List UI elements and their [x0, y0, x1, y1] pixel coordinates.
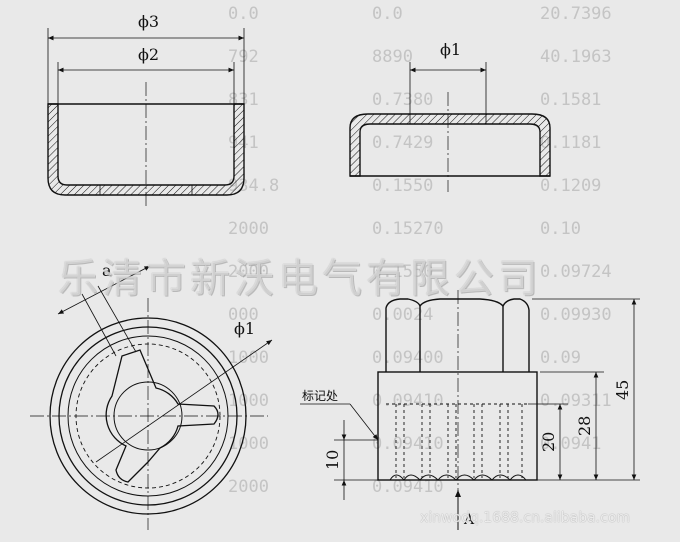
- background-table-cell: 8890: [372, 47, 413, 67]
- dim-45-label: 45: [613, 380, 632, 400]
- phi3-label: ϕ3: [138, 12, 159, 31]
- background-table-cell: 0.09410: [372, 391, 444, 411]
- background-table-cell: 0.10: [540, 219, 581, 239]
- background-table-cell: 0.1550: [372, 176, 434, 196]
- background-table-cell: 1000: [228, 391, 269, 411]
- background-table-cell: 0.09410: [372, 434, 444, 454]
- background-table-cell: 0.0: [228, 4, 259, 24]
- background-table-cell: 0.0024: [372, 305, 434, 325]
- background-table-cell: 1000: [228, 434, 269, 454]
- cap-section-view-left: [47, 28, 245, 208]
- background-table-cell: 0.1181: [540, 133, 602, 153]
- background-table-cell: 0.09930: [540, 305, 612, 325]
- phi1-circle-label: ϕ1: [234, 319, 255, 338]
- background-table-cell: 40.1963: [540, 47, 612, 67]
- side-elevation: [300, 290, 640, 530]
- background-table-cell: 0.0941: [540, 434, 602, 454]
- background-table-cell: 0.09410: [372, 477, 444, 497]
- background-table-cell: 0.1209: [540, 176, 602, 196]
- view-a-label: A: [463, 512, 475, 528]
- background-table-cell: 0.7380: [372, 90, 434, 110]
- company-watermark: 乐清市新沃电气有限公司: [58, 256, 542, 302]
- dim-28-label: 28: [575, 416, 594, 436]
- a-label: a: [102, 261, 112, 280]
- background-table-cell: 2000: [228, 219, 269, 239]
- background-table-cell: 000: [228, 305, 259, 325]
- background-table-cell: 0.09724: [540, 262, 612, 282]
- background-table-cell: 2000: [228, 262, 269, 282]
- phi1-top-label: ϕ1: [440, 40, 461, 59]
- background-table-cell: 0.7429: [372, 133, 434, 153]
- plan-view: [30, 265, 273, 530]
- mark-location-label: 标记处: [302, 389, 338, 403]
- background-table-cell: 0.0: [372, 4, 403, 24]
- dim-20-label: 20: [539, 432, 558, 452]
- background-table-cell: 0.1550: [372, 262, 434, 282]
- background-table-cell: 0.15270: [372, 219, 444, 239]
- cap-section-view-right: [349, 62, 551, 192]
- background-table-cell: 0.09: [540, 348, 581, 368]
- phi2-label: ϕ2: [138, 45, 159, 64]
- dim-10-label: 10: [323, 450, 342, 470]
- background-table-cell: 0.1581: [540, 90, 602, 110]
- background-table-cell: 0.09400: [372, 348, 444, 368]
- site-watermark: xinwodq.1688.cn.alibaba.com: [420, 510, 631, 526]
- background-table-cell: 792: [228, 47, 259, 67]
- background-table-cell: 20.7396: [540, 4, 612, 24]
- background-table-cell: 2000: [228, 477, 269, 497]
